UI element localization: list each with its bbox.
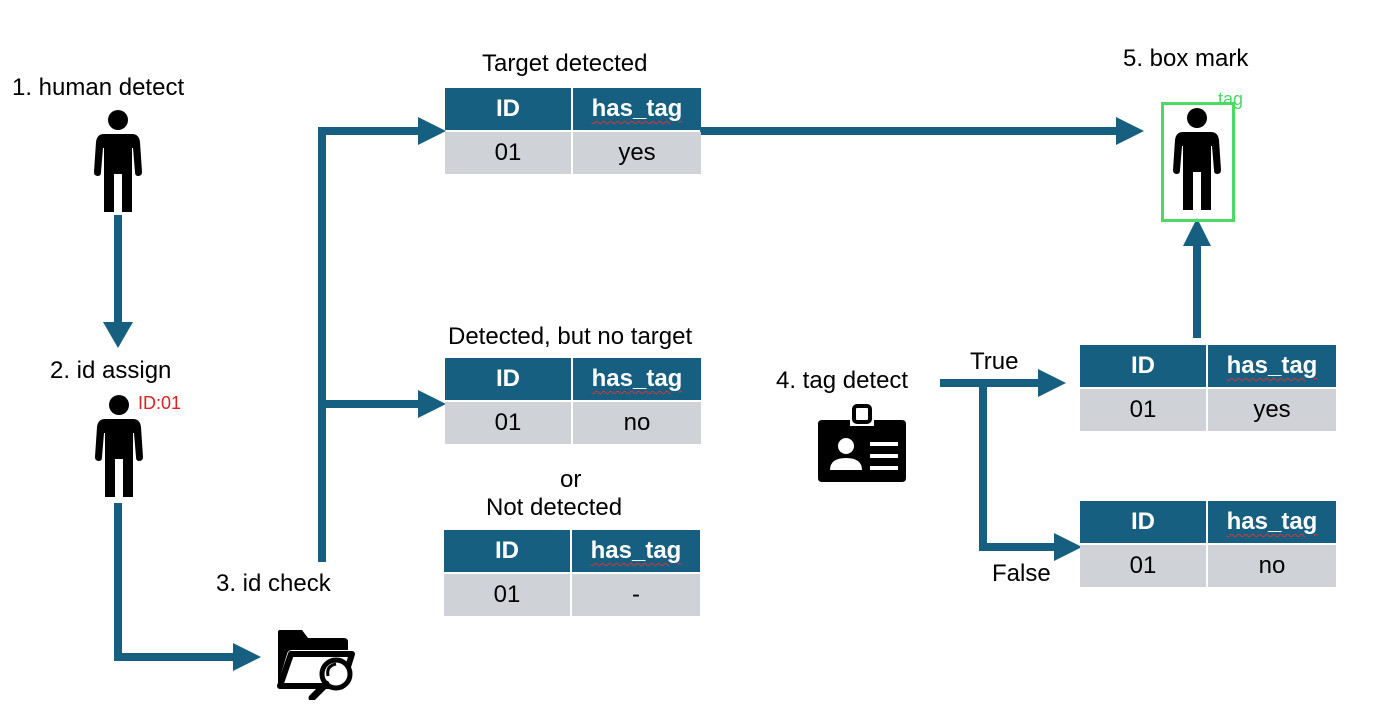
folder-search-icon (277, 630, 355, 700)
false-label: False (992, 560, 1051, 587)
cell-has-tag: no (1208, 545, 1336, 587)
person-icon (95, 395, 143, 497)
cell-has-tag: no (573, 402, 701, 444)
header-has-tag: has_tag (1208, 501, 1336, 543)
not-detected-table: ID has_tag 01 - (444, 530, 700, 616)
header-has-tag: has_tag (573, 88, 701, 130)
cell-has-tag: yes (573, 132, 701, 174)
step-id-assign-label: 2. id assign (50, 357, 172, 384)
table-header-row: ID has_tag (1080, 501, 1336, 543)
person-icon (94, 110, 142, 212)
or-label: or (560, 466, 582, 493)
person-icon (1173, 108, 1221, 210)
true-label: True (970, 348, 1019, 375)
tag-bounding-box (1161, 102, 1235, 222)
table-header-row: ID has_tag (1080, 345, 1336, 387)
cell-id: 01 (1080, 389, 1206, 431)
header-has-tag: has_tag (1208, 345, 1336, 387)
header-id: ID (445, 358, 571, 400)
tag-true-table: ID has_tag 01 yes (1080, 345, 1336, 431)
tag-badge: tag (1218, 89, 1244, 109)
table-header-row: ID has_tag (444, 530, 700, 572)
step-id-check-label: 3. id check (216, 570, 331, 597)
cell-has-tag: yes (1208, 389, 1336, 431)
branch-target-detected-label: Target detected (482, 50, 648, 77)
header-has-tag: has_tag (573, 358, 701, 400)
step-box-mark-label: 5. box mark (1123, 45, 1249, 72)
table-row: 01 no (445, 402, 701, 444)
step-human-detect-label: 1. human detect (12, 74, 185, 101)
tag-false-table: ID has_tag 01 no (1080, 501, 1336, 587)
header-has-tag: has_tag (572, 530, 700, 572)
table-row: 01 yes (1080, 389, 1336, 431)
table-header-row: ID has_tag (445, 358, 701, 400)
header-id: ID (444, 530, 570, 572)
cell-id: 01 (445, 132, 571, 174)
id-badge: ID:01 (138, 393, 182, 413)
id-card-icon (818, 404, 906, 482)
table-row: 01 yes (445, 132, 701, 174)
target-detected-table: ID has_tag 01 yes (445, 88, 701, 174)
cell-id: 01 (444, 574, 570, 616)
cell-id: 01 (445, 402, 571, 444)
no-target-table: ID has_tag 01 no (445, 358, 701, 444)
cell-has-tag: - (572, 574, 700, 616)
table-header-row: ID has_tag (445, 88, 701, 130)
table-row: 01 no (1080, 545, 1336, 587)
branch-not-detected-label: Not detected (486, 494, 623, 521)
table-row: 01 - (444, 574, 700, 616)
header-id: ID (1080, 501, 1206, 543)
branch-detected-no-target-label: Detected, but no target (448, 323, 693, 350)
step-tag-detect-label: 4. tag detect (776, 367, 909, 394)
header-id: ID (445, 88, 571, 130)
cell-id: 01 (1080, 545, 1206, 587)
header-id: ID (1080, 345, 1206, 387)
